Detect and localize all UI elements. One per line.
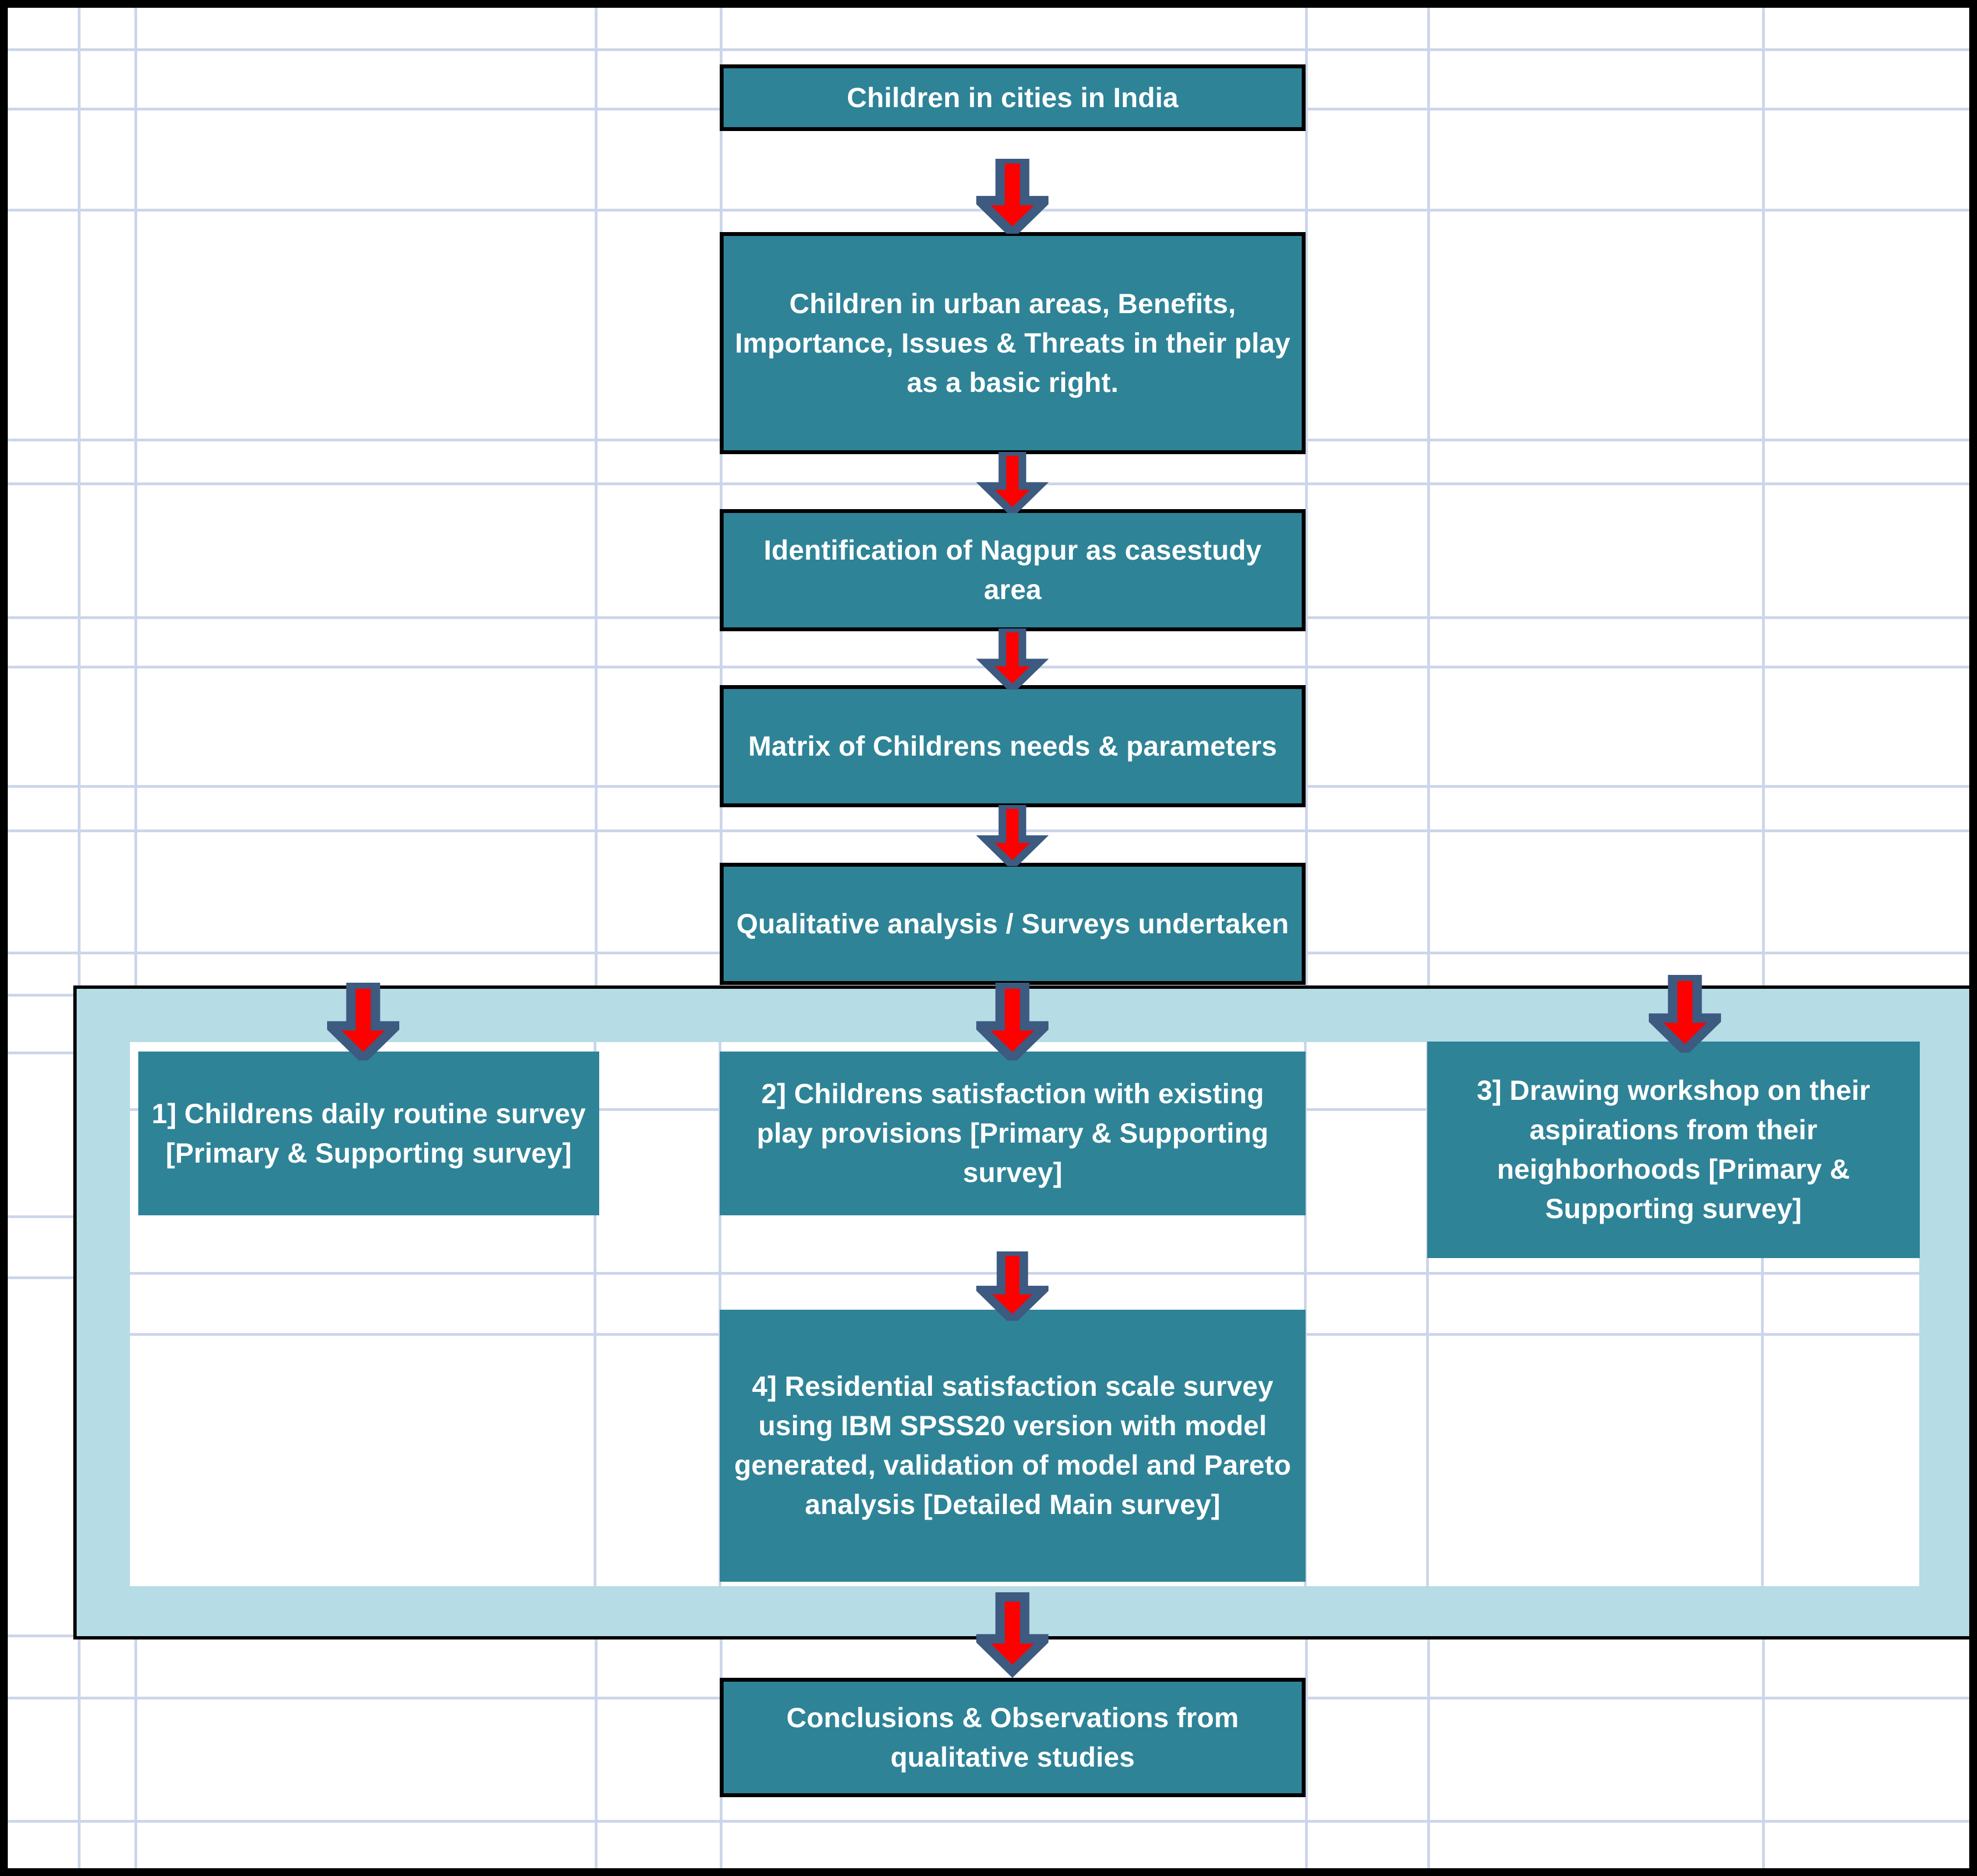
node-children-in-cities[interactable]: Children in cities in India [720,64,1306,131]
node-children-urban-areas[interactable]: Children in urban areas, Benefits, Impor… [720,232,1306,454]
node-survey-4-residential-scale[interactable]: 4] Residential satisfaction scale survey… [720,1310,1306,1582]
node-label: 1] Childrens daily routine survey [Prima… [152,1098,586,1169]
grid-column-line [1762,8,1765,1868]
grid-row-line [8,1820,1969,1823]
node-identification-nagpur[interactable]: Identification of Nagpur as casestudy ar… [720,509,1306,631]
grid-column-line [1426,1042,1429,1586]
node-label: 4] Residential satisfaction scale survey… [734,1371,1291,1520]
arrow-down-icon [327,983,399,1060]
grid-column-line [1427,8,1430,1868]
node-label: Matrix of Childrens needs & parameters [748,730,1277,762]
arrow-down-icon [976,983,1048,1060]
grid-column-line [134,8,137,1868]
grid-column-line [595,8,598,1868]
grid-column-line [78,8,81,1868]
arrow-down-icon [976,805,1048,866]
node-survey-3-drawing-workshop[interactable]: 3] Drawing workshop on their aspirations… [1427,1042,1920,1258]
grid-row-line [8,829,1969,832]
arrow-down-icon [976,452,1048,513]
arrow-down-icon [976,1251,1048,1321]
node-conclusions-observations[interactable]: Conclusions & Observations from qualitat… [720,1678,1306,1797]
node-survey-1-daily-routine[interactable]: 1] Childrens daily routine survey [Prima… [138,1052,599,1215]
node-qualitative-analysis[interactable]: Qualitative analysis / Surveys undertake… [720,863,1306,985]
grid-column-line [1305,8,1308,1868]
arrow-down-icon [976,628,1048,690]
node-label: Qualitative analysis / Surveys undertake… [736,908,1289,939]
node-label: Children in urban areas, Benefits, Impor… [735,288,1291,398]
arrow-down-icon [976,1587,1048,1682]
node-label: 3] Drawing workshop on their aspirations… [1477,1075,1870,1224]
grid-column-line [1761,1042,1764,1586]
node-label: 2] Childrens satisfaction with existing … [756,1078,1269,1188]
node-matrix-needs-parameters[interactable]: Matrix of Childrens needs & parameters [720,685,1306,807]
node-label: Identification of Nagpur as casestudy ar… [764,535,1262,605]
grid-row-line [8,48,1969,51]
arrow-down-icon [976,159,1048,234]
grid-column-line [594,1042,596,1586]
node-label: Children in cities in India [846,82,1179,113]
node-label: Conclusions & Observations from qualitat… [786,1702,1239,1773]
arrow-down-icon [1649,975,1721,1053]
node-survey-2-play-provisions[interactable]: 2] Childrens satisfaction with existing … [720,1052,1306,1215]
